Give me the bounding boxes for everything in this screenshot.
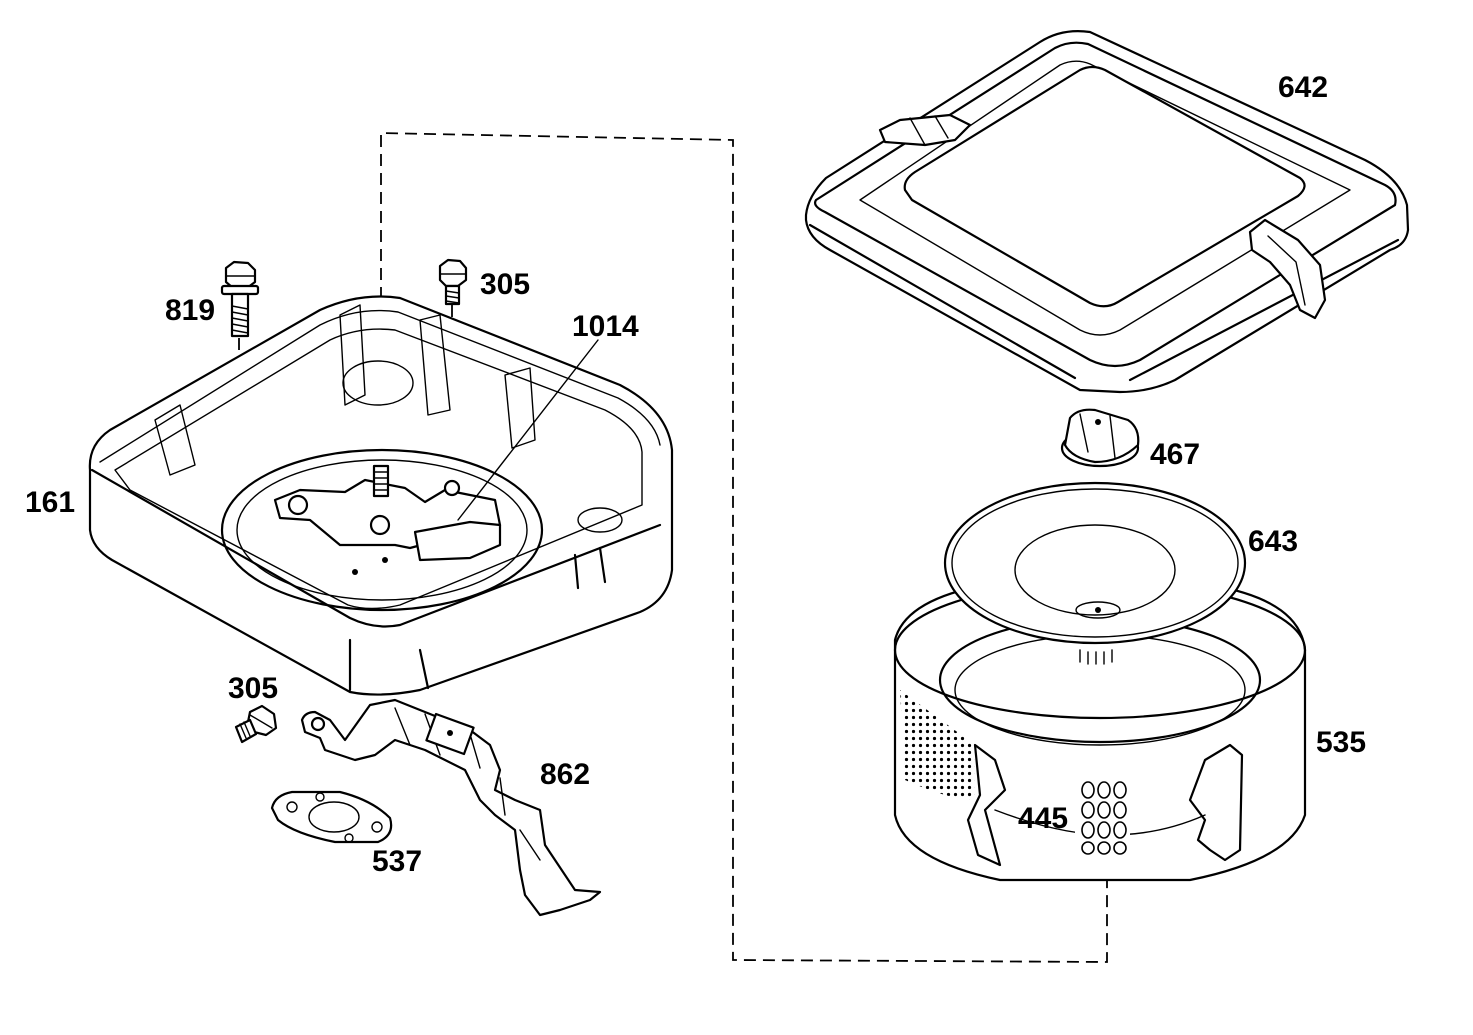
label-305-bottom: 305 (228, 672, 278, 705)
label-1014: 1014 (572, 310, 639, 343)
leader-line-1014 (457, 339, 599, 521)
label-467: 467 (1150, 438, 1200, 471)
label-643: 643 (1248, 525, 1298, 558)
label-642: 642 (1278, 71, 1328, 104)
gasket-537 (270, 790, 393, 844)
bracket-862 (300, 698, 602, 917)
label-445: 445 (1018, 802, 1068, 835)
screw-305-bottom (234, 704, 278, 744)
screw-305-top (438, 258, 468, 306)
label-862: 862 (540, 758, 590, 791)
wing-knob (1060, 408, 1140, 468)
label-819: 819 (165, 294, 215, 327)
air-cleaner-base (88, 295, 674, 696)
part-labels: 642 305 1014 819 161 467 643 305 862 535… (25, 71, 1366, 878)
air-cleaner-cover (804, 30, 1410, 394)
label-537: 537 (372, 845, 422, 878)
bolt-819 (220, 260, 260, 338)
label-161: 161 (25, 486, 75, 519)
filter-cover-plate (943, 481, 1247, 665)
label-535: 535 (1316, 726, 1366, 759)
label-305-top: 305 (480, 268, 530, 301)
filter-cartridge (1075, 775, 1130, 855)
